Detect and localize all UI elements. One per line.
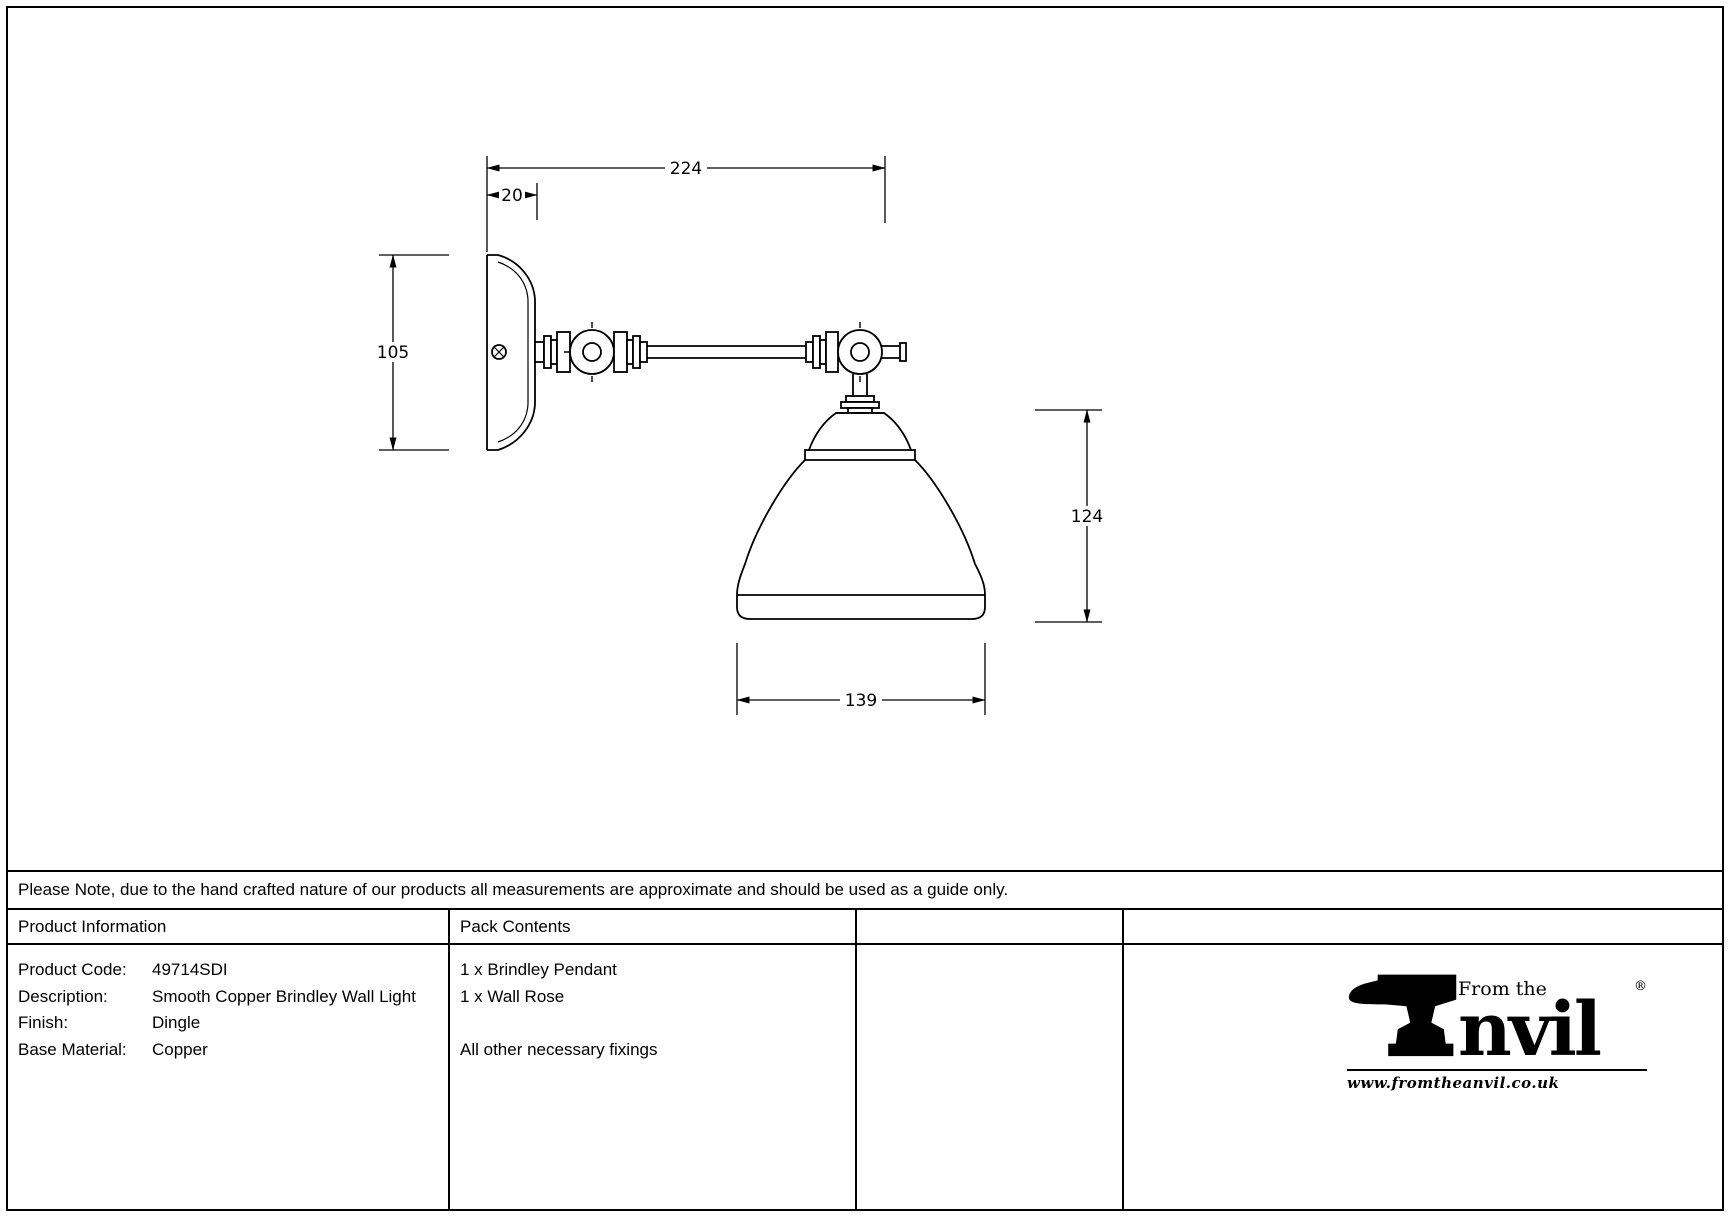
shade-neck bbox=[840, 374, 880, 414]
dimension-arm-length: 224 bbox=[486, 156, 886, 252]
sheet-border bbox=[6, 6, 1724, 1211]
pack-contents-header: Pack Contents bbox=[448, 910, 855, 945]
left-knuckle-collar bbox=[613, 331, 648, 373]
base-material-label: Base Material: bbox=[18, 1039, 127, 1059]
logo-name-text: nvil bbox=[1458, 987, 1602, 1074]
technical-drawing: 224 20 105 124 bbox=[372, 156, 1108, 715]
finish-label: Finish: bbox=[18, 1013, 69, 1032]
product-information-cell: Product Code: 49714SDI Description: Smoo… bbox=[8, 945, 448, 1209]
rose-screw-icon bbox=[491, 344, 507, 360]
table-row: Base Material: Copper bbox=[18, 1037, 448, 1064]
anvil-logo: From the ® nvil www.fromtheanvil.co.uk bbox=[1347, 965, 1647, 1092]
sheet-content: 224 20 105 124 bbox=[8, 8, 1722, 1209]
pack-content-item: 1 x Brindley Pendant bbox=[460, 960, 617, 979]
measurement-note: Please Note, due to the hand crafted nat… bbox=[8, 870, 1722, 910]
left-knuckle-joint bbox=[564, 322, 620, 382]
left-collar bbox=[534, 331, 571, 373]
wall-rose bbox=[486, 254, 536, 451]
dim-label-arm-length: 224 bbox=[670, 159, 702, 179]
logo-divider bbox=[1347, 1069, 1647, 1071]
finish-value: Dingle bbox=[152, 1013, 201, 1032]
pack-content-item bbox=[460, 1010, 855, 1037]
description-label: Description: bbox=[18, 986, 108, 1006]
product-code-value: 49714SDI bbox=[152, 960, 228, 979]
logo-from-the-text: From the bbox=[1458, 978, 1547, 1001]
dim-label-rose-depth: 20 bbox=[501, 186, 523, 206]
dimension-rose-depth: 20 bbox=[486, 183, 538, 220]
info-table: Product Information Pack Contents Produc… bbox=[8, 910, 1722, 1209]
right-knuckle-collar bbox=[805, 331, 839, 373]
dimension-shade-height: 124 bbox=[1035, 409, 1108, 623]
right-knuckle-joint bbox=[837, 322, 907, 382]
dimension-shade-width: 139 bbox=[736, 643, 986, 715]
dim-label-rose-height: 105 bbox=[377, 343, 409, 363]
product-information-header: Product Information bbox=[8, 910, 448, 945]
dim-label-shade-height: 124 bbox=[1071, 507, 1103, 527]
registered-trademark: ® bbox=[1634, 979, 1647, 995]
dim-label-shade-width: 139 bbox=[845, 691, 877, 711]
product-code-label: Product Code: bbox=[18, 960, 127, 979]
spare-column-header bbox=[855, 910, 1122, 945]
description-value: Smooth Copper Brindley Wall Light bbox=[152, 986, 416, 1006]
table-row: Description: Smooth Copper Brindley Wall… bbox=[18, 984, 448, 1011]
brand-cell: From the ® nvil www.fromtheanvil.co.uk bbox=[1122, 945, 1722, 1209]
info-section: Please Note, due to the hand crafted nat… bbox=[8, 870, 1722, 1209]
base-material-value: Copper bbox=[152, 1039, 208, 1059]
pack-contents-cell: 1 x Brindley Pendant 1 x Wall Rose All o… bbox=[448, 945, 855, 1209]
dimension-rose-height: 105 bbox=[372, 254, 449, 451]
logo-column-header bbox=[1122, 910, 1722, 945]
table-row: Finish: Dingle bbox=[18, 1010, 448, 1037]
pack-content-item: All other necessary fixings bbox=[460, 1039, 658, 1059]
arm-bar bbox=[647, 345, 806, 359]
table-row: Product Code: 49714SDI bbox=[18, 957, 448, 984]
lamp-shade bbox=[736, 412, 986, 620]
pack-content-item: 1 x Wall Rose bbox=[460, 986, 565, 1006]
anvil-icon bbox=[1348, 974, 1457, 1057]
spare-cell bbox=[855, 945, 1122, 1209]
wall-light-fixture bbox=[486, 254, 986, 620]
logo-website-url: www.fromtheanvil.co.uk bbox=[1347, 1074, 1560, 1092]
